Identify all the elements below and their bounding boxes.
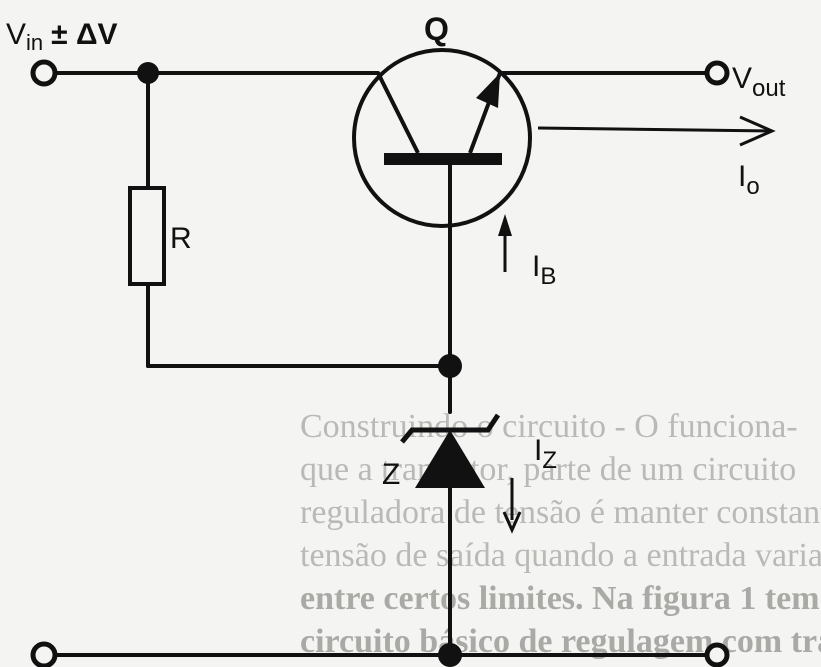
bleed-line-3: reguladora de tensão é manter constante: [300, 494, 821, 531]
transistor-base-bar: [384, 153, 502, 165]
iz-arrow: [502, 478, 522, 534]
terminal-vout: [704, 60, 730, 86]
label-r: R: [170, 222, 192, 255]
zener-triangle: [415, 430, 485, 488]
label-iz: IZ: [534, 434, 557, 474]
emitter-arrow-icon: [476, 73, 500, 108]
junctions: [137, 62, 462, 667]
terminal-ground-left: [30, 641, 58, 667]
terminal-ground-right: [704, 642, 730, 667]
bleed-line-2: que a transistor, parte de um circuito: [300, 451, 796, 488]
wires: [54, 71, 708, 657]
terminal-vin: [30, 59, 58, 87]
zener-diode: [400, 413, 501, 488]
ib-arrow: [498, 214, 512, 272]
labels: Vin± ΔV Q Vout Io R IB Z IZ: [6, 11, 786, 491]
label-vout: Vout: [732, 62, 786, 102]
iz-arrow-head-icon: [502, 511, 522, 534]
junction-bottom: [438, 643, 462, 667]
io-arrow-head-icon: [739, 115, 776, 147]
ib-arrow-head-icon: [498, 214, 512, 236]
label-ib: IB: [532, 250, 556, 290]
io-arrow-line: [537, 126, 771, 133]
label-vin: Vin± ΔV: [6, 18, 118, 55]
label-io: Io: [738, 160, 760, 200]
bleed-through-text: Construindo o circuito - O funciona- que…: [300, 408, 821, 660]
terminals: [30, 59, 730, 667]
io-arrow: [537, 115, 776, 147]
label-q: Q: [424, 11, 449, 47]
transistor-envelope: [352, 48, 532, 228]
junction-top: [137, 62, 159, 84]
transistor-collector: [376, 72, 420, 154]
zener-cathode-bar: [400, 413, 501, 444]
transistor-q: [352, 48, 532, 228]
bleed-line-4: tensão de saída quando a entrada varia: [300, 537, 821, 574]
label-z: Z: [382, 458, 400, 491]
resistor-r: [128, 186, 166, 286]
bleed-line-5: entre certos limites. Na figura 1 temos: [300, 580, 821, 617]
bleed-line-1: Construindo o circuito - O funciona-: [300, 408, 798, 445]
junction-mid: [438, 354, 462, 378]
